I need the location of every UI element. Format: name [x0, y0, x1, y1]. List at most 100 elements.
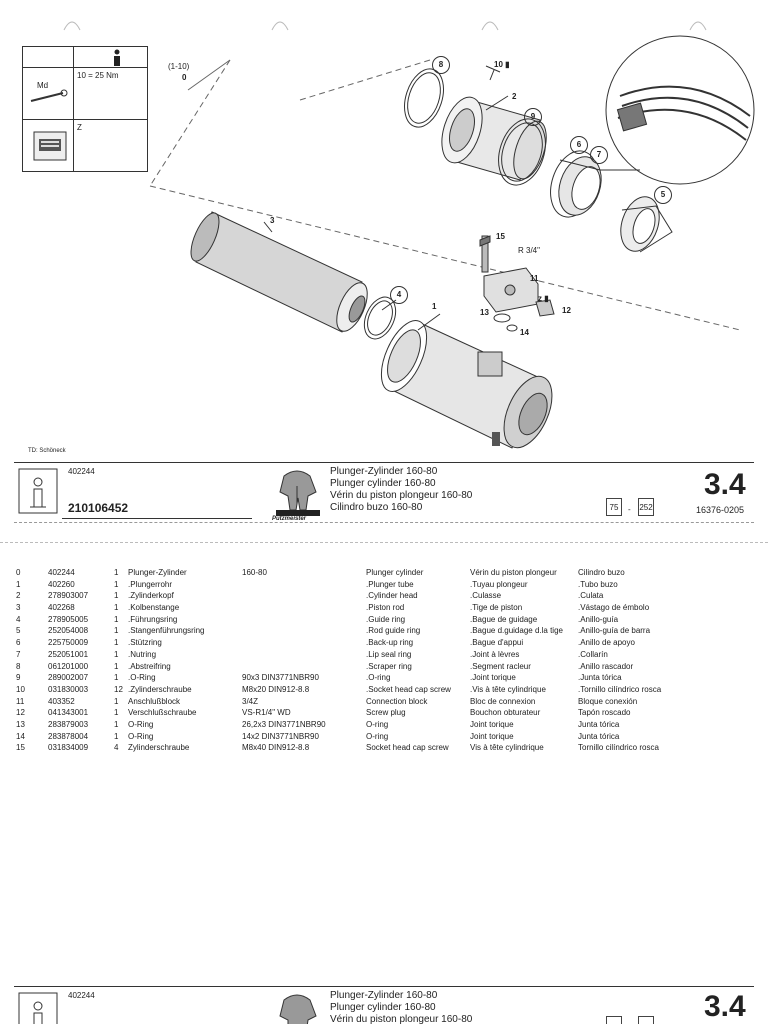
cell-qty: 1 — [114, 579, 119, 589]
page-divider — [0, 542, 768, 543]
cell-fr: Bouchon obturateur — [470, 708, 541, 718]
cell-qty: 4 — [114, 743, 119, 753]
cell-pos: 2 — [16, 591, 21, 601]
cell-qty: 1 — [114, 708, 119, 718]
footer-info-doc-icon — [18, 992, 58, 1024]
cell-en: Plunger cylinder — [366, 568, 424, 577]
cell-spec: 160-80 — [242, 568, 267, 577]
callout-4: 4 — [390, 286, 408, 304]
callout-2: 2 — [512, 92, 517, 101]
exploded-view-drawing — [149, 35, 755, 449]
cell-es: .Tornillo cilíndrico rosca — [578, 684, 662, 694]
callout-14: 14 — [520, 328, 529, 337]
cell-pos: 8 — [16, 661, 21, 671]
cell-no: 061201000 — [48, 661, 89, 671]
cell-spec: M8x20 DIN912-8.8 — [242, 684, 310, 694]
cell-pos: 11 — [16, 696, 25, 706]
cell-fr: .Bague de guidage — [470, 614, 538, 624]
footer-section-number: 3.4 — [704, 990, 746, 1023]
cell-en: .Back-up ring — [366, 638, 414, 648]
footer-title-de: Plunger-Zylinder 160-80 — [330, 990, 438, 1001]
cell-pos: 13 — [16, 719, 25, 729]
drawing-area: Md 10 = 25 Nm Z (1-10) 0 — [0, 0, 768, 460]
document-code: 16376-0205 — [696, 505, 745, 515]
cell-no: 289002007 — [48, 673, 89, 683]
callout-z: z ▮ — [538, 294, 549, 303]
ref-number: 402244 — [68, 467, 95, 476]
z-label: Z — [77, 123, 82, 132]
callout-15: 15 — [496, 232, 505, 241]
cell-fr: .Segment racleur — [470, 661, 531, 671]
cell-no: 041343001 — [48, 708, 89, 718]
cell-qty: 1 — [114, 719, 119, 729]
cell-spec: 90x3 DIN3771NBR90 — [242, 673, 319, 683]
cell-no: 225750009 — [48, 638, 89, 648]
cell-de: .O-Ring — [128, 673, 156, 683]
cell-fr: Vérin du piston plongeur — [470, 568, 557, 577]
cell-en: Socket head cap screw — [366, 743, 449, 753]
cell-fr: Vis à tête cylindrique — [470, 743, 544, 753]
cell-fr: Joint torique — [470, 719, 514, 729]
cell-no: 283879003 — [48, 719, 89, 729]
section-number: 3.4 — [704, 468, 746, 501]
cell-pos: 3 — [16, 603, 21, 613]
page-separator: - — [628, 505, 631, 514]
callout-8: 8 — [432, 56, 450, 74]
cell-en: .Guide ring — [366, 614, 406, 624]
info-doc-icon — [18, 468, 58, 514]
cell-fr: .Joint à lèvres — [470, 649, 520, 659]
cell-es: Junta tórica — [578, 731, 620, 741]
cell-de: Plunger-Zylinder — [128, 568, 187, 577]
draftsman-label: TD: Schöneck — [28, 448, 66, 454]
cell-qty: 1 — [114, 626, 119, 636]
cell-no: 278903007 — [48, 591, 89, 601]
cell-qty: 1 — [114, 649, 119, 659]
cell-en: Connection block — [366, 696, 428, 706]
ref-range: (1-10) — [168, 62, 190, 71]
cell-de: .Stützring — [128, 638, 162, 648]
cell-fr: Joint torique — [470, 731, 514, 741]
cell-no: 031834009 — [48, 743, 89, 753]
cell-qty: 1 — [114, 696, 119, 706]
footer-title-en: Plunger cylinder 160-80 — [330, 1002, 436, 1013]
title-en: Plunger cylinder 160-80 — [330, 478, 436, 489]
cell-no: 283878004 — [48, 731, 89, 741]
cell-fr: .Tuyau plongeur — [470, 579, 528, 589]
cell-qty: 1 — [114, 603, 119, 613]
cell-de: O-Ring — [128, 731, 154, 741]
cell-en: Screw plug — [366, 708, 406, 718]
cell-de: .Zylinderschraube — [128, 684, 192, 694]
cell-pos: 7 — [16, 649, 21, 659]
cell-en: O-ring — [366, 719, 389, 729]
cell-fr: .Joint torique — [470, 673, 516, 683]
footer-ref-number: 402244 — [68, 991, 95, 1000]
cell-qty: 1 — [114, 673, 119, 683]
callout-13: 13 — [480, 308, 489, 317]
cell-en: .Plunger tube — [366, 579, 414, 589]
cell-es: .Vástago de émbolo — [578, 603, 650, 613]
cell-es: Cilindro buzo — [578, 568, 625, 577]
title-fr: Vérin du piston plongeur 160-80 — [330, 490, 473, 501]
callout-3: 3 — [270, 216, 275, 225]
callout-6: 6 — [570, 136, 588, 154]
cell-fr: .Vis à tête cylindrique — [470, 684, 546, 694]
cell-de: .Kolbenstange — [128, 603, 180, 613]
cell-no: 402260 — [48, 579, 75, 589]
cell-spec: 14x2 DIN3771NBR90 — [242, 731, 319, 741]
callout-11: 11 — [530, 274, 539, 283]
footer-title-fr: Vérin du piston plongeur 160-80 — [330, 1014, 473, 1024]
cell-no: 402268 — [48, 603, 75, 613]
cell-pos: 14 — [16, 731, 25, 741]
punch-marks — [63, 21, 707, 31]
cell-pos: 9 — [16, 673, 21, 683]
cell-no: 403352 — [48, 696, 75, 706]
cell-fr: .Bague d'appui — [470, 638, 524, 648]
cell-en: .Cylinder head — [366, 591, 418, 601]
cell-spec: 26,2x3 DIN3771NBR90 — [242, 719, 326, 729]
page-box-b: 252 — [638, 498, 654, 516]
cell-fr: .Bague d.guidage d.la tige — [470, 626, 563, 636]
cell-es: Junta tórica — [578, 719, 620, 729]
cell-es: .Anillo-guía de barra — [578, 626, 651, 636]
cell-qty: 1 — [114, 614, 119, 624]
cell-qty: 1 — [114, 591, 119, 601]
